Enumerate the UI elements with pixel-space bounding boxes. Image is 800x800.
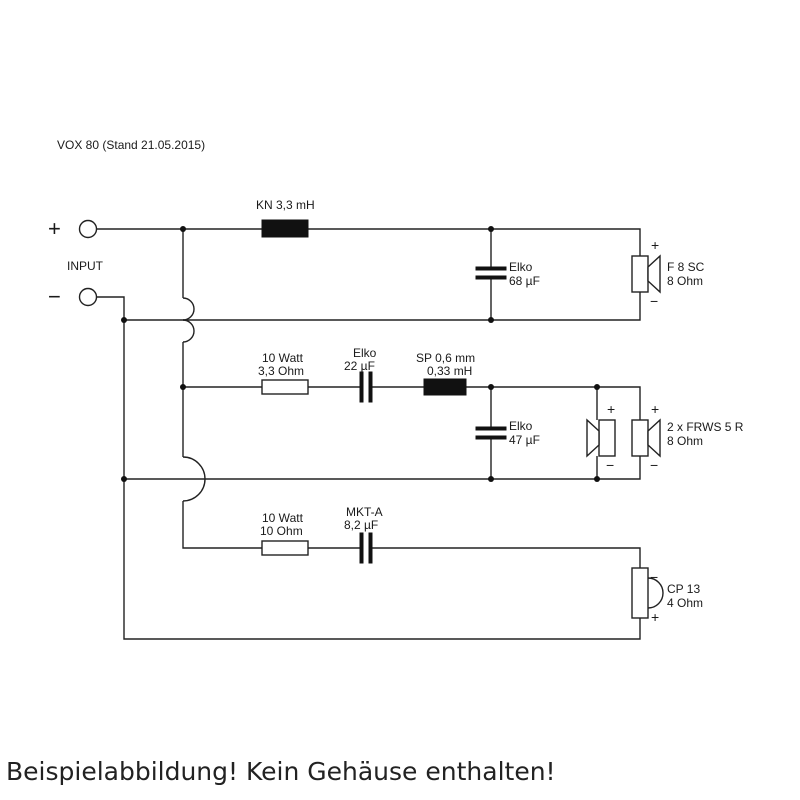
junction-dot — [121, 476, 127, 482]
tweeter-label-line2: 4 Ohm — [667, 596, 703, 610]
junction-dot — [488, 317, 494, 323]
capacitor-label-line1: Elko — [509, 260, 533, 274]
junction-dot — [594, 476, 600, 482]
capacitor-8-2uf-plate-right — [368, 532, 373, 564]
speaker-left-plus-sign: + — [607, 401, 615, 417]
wires — [96, 228, 641, 640]
junction-dot — [180, 384, 186, 390]
junction-dot — [121, 317, 127, 323]
capacitor-68uf-plate-top — [475, 266, 507, 271]
junction-dots — [121, 226, 600, 482]
speaker-right-minus-sign: − — [650, 457, 658, 473]
speaker-label-line2: 8 Ohm — [667, 274, 703, 288]
coil-label-line2: 0,33 mH — [427, 364, 472, 378]
input-minus-terminal — [78, 287, 98, 307]
top-branch: KN 3,3 mH Elko 68 µF + − F 8 SC 8 Ohm — [256, 198, 705, 309]
capacitor-22uf-label-line2: 22 µF — [344, 359, 375, 373]
capacitor-22uf-plate-left — [359, 371, 364, 403]
bottom-branch: 10 Watt 10 Ohm MKT-A 8,2 µF − + CP 13 4 … — [260, 505, 703, 625]
speaker-icon — [631, 254, 661, 294]
speaker-right-plus-sign: + — [651, 401, 659, 417]
junction-dot — [488, 226, 494, 232]
capacitor-label-line1: MKT-A — [346, 505, 383, 519]
junction-dot — [488, 384, 494, 390]
tweeter-plus-sign: + — [651, 609, 659, 625]
capacitor-8-2uf-plate-left — [359, 532, 364, 564]
resistor-3-3ohm — [261, 379, 309, 395]
capacitor-22uf-label-line1: Elko — [353, 346, 377, 360]
resistor-label-line2: 10 Ohm — [260, 524, 303, 538]
coil-label-line1: SP 0,6 mm — [416, 351, 475, 365]
resistor-10ohm — [261, 540, 309, 556]
tweeter-icon — [631, 567, 664, 619]
resistor-label-line1: 10 Watt — [262, 511, 304, 525]
capacitor-47uf-plate-bottom — [475, 435, 507, 440]
input-plus-sign: + — [48, 216, 61, 241]
resistor-label-line1: 10 Watt — [262, 351, 304, 365]
junction-dot — [594, 384, 600, 390]
middle-branch: 10 Watt 3,3 Ohm Elko 22 µF SP 0,6 mm 0,3… — [258, 346, 744, 473]
tweeter-label-line1: CP 13 — [667, 582, 700, 596]
capacitor-47uf-plate-top — [475, 426, 507, 431]
coil-kn-3-3mh — [261, 219, 309, 238]
input-minus-sign: − — [48, 284, 61, 309]
capacitor-68uf-plate-bottom — [475, 275, 507, 280]
input-label: INPUT — [67, 259, 104, 273]
diagram-title: VOX 80 (Stand 21.05.2015) — [57, 138, 205, 152]
speaker-label-line2: 8 Ohm — [667, 434, 703, 448]
speaker-icon — [631, 418, 661, 458]
speaker-minus-sign: − — [650, 293, 658, 309]
disclaimer-caption: Beispielabbildung! Kein Gehäuse enthalte… — [6, 757, 556, 786]
speaker-icon — [586, 418, 616, 458]
capacitor-22uf-plate-right — [368, 371, 373, 403]
speaker-left-minus-sign: − — [606, 457, 614, 473]
input-terminals: + INPUT − — [48, 216, 104, 309]
speaker-plus-sign: + — [651, 237, 659, 253]
speaker-label-line1: F 8 SC — [667, 260, 705, 274]
junction-dot — [180, 226, 186, 232]
capacitor-label-line2: 68 µF — [509, 274, 540, 288]
capacitor-label-line2: 8,2 µF — [344, 518, 378, 532]
coil-label: KN 3,3 mH — [256, 198, 315, 212]
capacitor-47uf-label-line1: Elko — [509, 419, 533, 433]
input-plus-terminal — [78, 219, 98, 239]
coil-0-33mh — [423, 378, 467, 396]
resistor-label-line2: 3,3 Ohm — [258, 364, 304, 378]
speaker-label-line1: 2 x FRWS 5 R — [667, 420, 744, 434]
tweeter-minus-sign: − — [650, 569, 658, 585]
junction-dot — [488, 476, 494, 482]
capacitor-47uf-label-line2: 47 µF — [509, 433, 540, 447]
